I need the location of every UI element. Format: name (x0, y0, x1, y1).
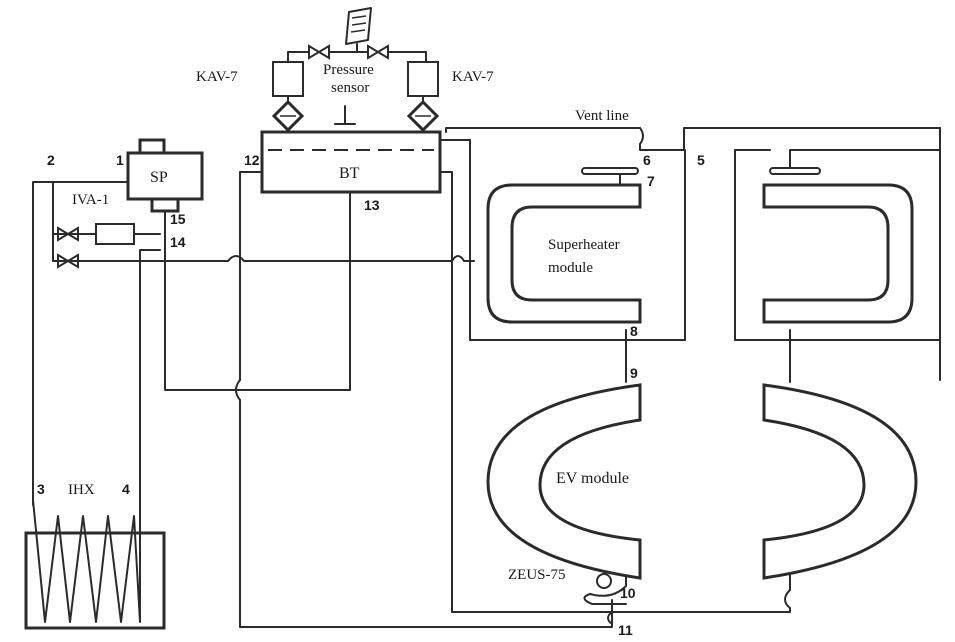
kav7-valve-right (407, 61, 439, 97)
ev-module-label: EV module (556, 470, 629, 487)
top-valve-left (308, 44, 330, 60)
superheater-module-right (762, 183, 914, 324)
superheater-label-2: module (548, 260, 593, 276)
filter-right (406, 99, 440, 133)
point-5: 5 (697, 152, 705, 168)
point-6: 6 (643, 152, 651, 168)
pressure-sensor-tap (334, 105, 356, 125)
iva1-box (95, 223, 135, 245)
superheater-inlet-right (769, 149, 821, 175)
ihx-label: IHX (68, 482, 95, 498)
piping (32, 127, 941, 628)
point-2: 2 (47, 152, 55, 168)
vent-line-label: Vent line (575, 108, 629, 124)
point-8: 8 (630, 323, 638, 339)
ihx-coil (32, 499, 141, 623)
zeus-75-label: ZEUS-75 (508, 567, 566, 583)
point-12: 12 (244, 152, 260, 168)
pressure-sensor-display (345, 7, 372, 53)
superheater-module-left (486, 183, 642, 324)
point-10: 10 (620, 585, 636, 601)
bt-label: BT (339, 165, 360, 182)
point-11: 11 (618, 622, 633, 638)
top-valve-line (287, 51, 427, 67)
top-valve-right (367, 44, 389, 60)
ev-module-left (486, 383, 642, 580)
sp-label: SP (150, 169, 168, 186)
ev-module-right (762, 383, 918, 580)
point-7: 7 (647, 173, 655, 189)
superheater-inlet-left (581, 167, 639, 186)
pressure-sensor-label-2: sensor (331, 80, 369, 96)
point-4: 4 (122, 481, 130, 497)
kav7-left-label: KAV-7 (196, 69, 238, 85)
point-9: 9 (630, 365, 638, 381)
point-1: 1 (116, 152, 124, 168)
filter-left (271, 99, 305, 133)
kav7-right-label: KAV-7 (452, 69, 494, 85)
point-13: 13 (364, 197, 380, 213)
zeus-75-meter (583, 573, 627, 625)
point-14: 14 (170, 234, 186, 250)
iva1-label: IVA-1 (72, 192, 109, 208)
point-3: 3 (37, 481, 45, 497)
pressure-sensor-label-1: Pressure (323, 62, 374, 78)
superheater-label-1: Superheater (548, 237, 620, 253)
kav7-valve-left (272, 61, 304, 97)
bt-tank (260, 130, 442, 194)
point-15: 15 (170, 211, 186, 227)
